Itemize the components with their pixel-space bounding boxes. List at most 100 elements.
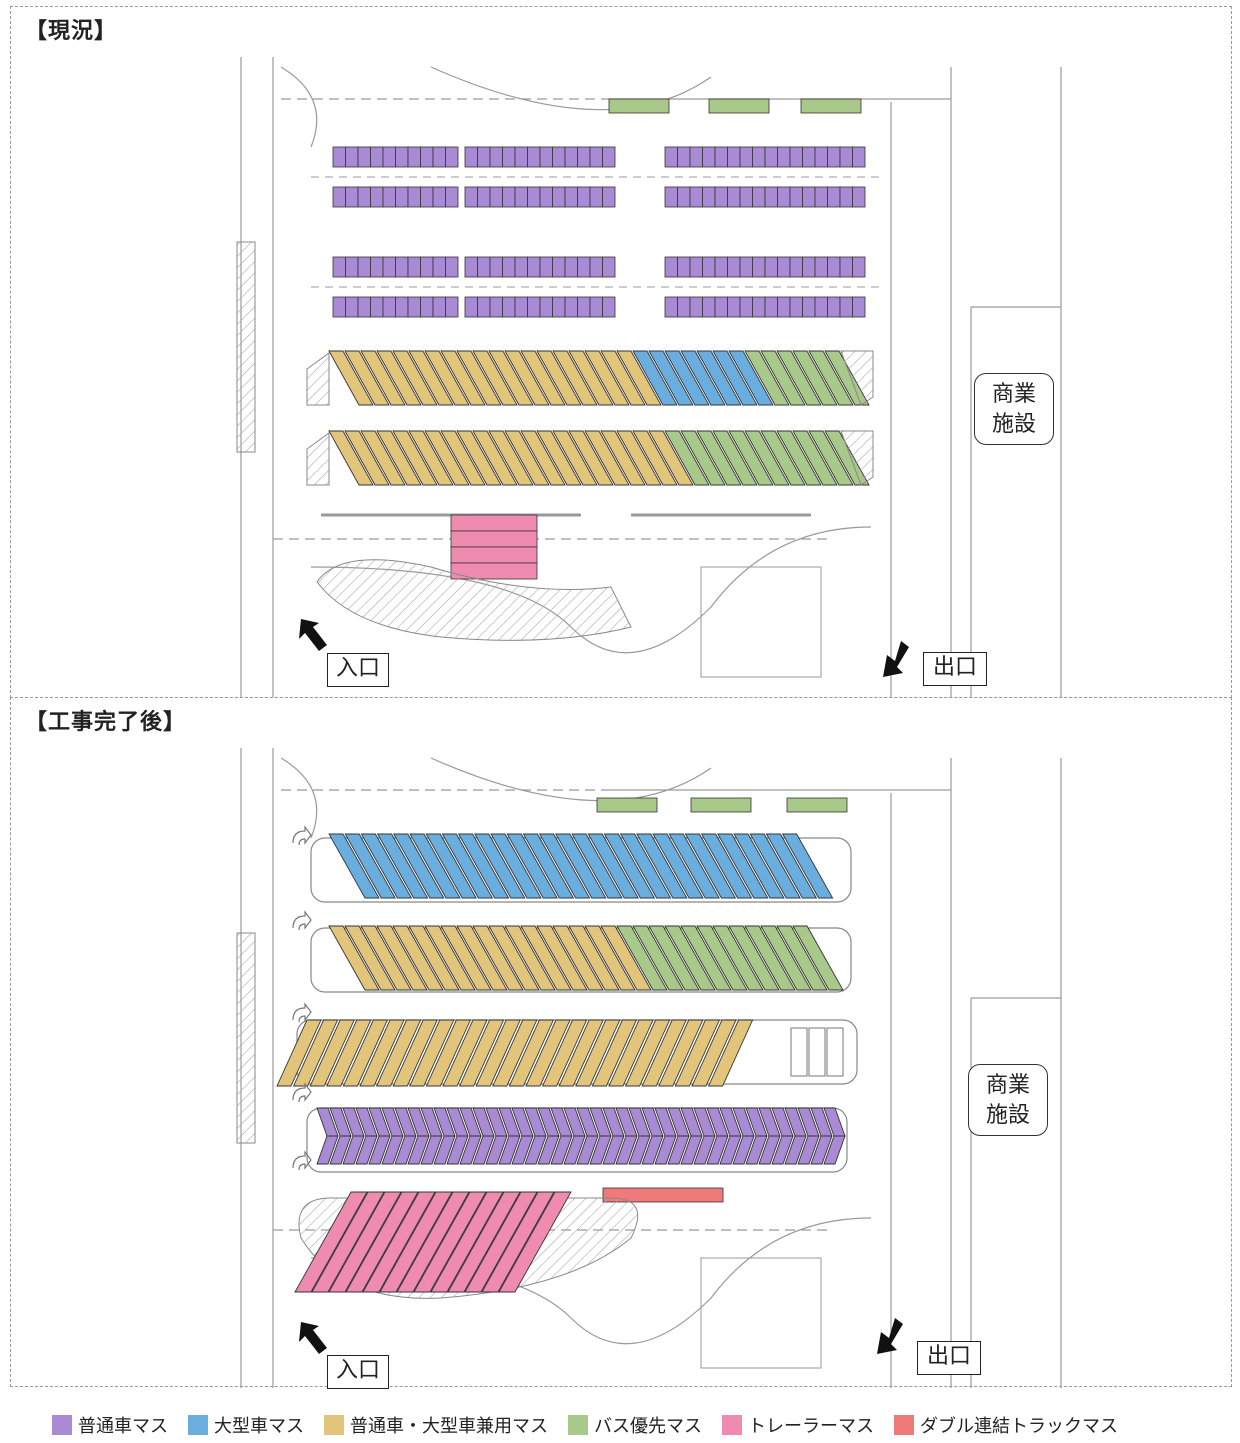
- regular-stall: [332, 146, 346, 168]
- shared-stall: [584, 350, 630, 406]
- regular-stall: [827, 186, 841, 208]
- large-stall: [376, 833, 429, 899]
- after-construction-title: 【工事完了後】: [25, 710, 187, 735]
- regular-stall: [689, 146, 703, 168]
- legend-label: ダブル連結トラックマス: [920, 1416, 1118, 1437]
- marked-bay: [826, 1027, 844, 1077]
- shared-stall: [541, 1019, 588, 1087]
- regular-stall: [577, 146, 591, 168]
- regular-stall: [602, 296, 616, 318]
- regular-stall: [814, 146, 828, 168]
- bus-priority-stall: [760, 430, 806, 486]
- facility-line-2: 施設: [991, 412, 1036, 437]
- shared-stall: [525, 1019, 571, 1087]
- marked-bay: [790, 1027, 808, 1077]
- bus-priority-stall: [792, 350, 838, 406]
- shared-stall: [536, 350, 582, 406]
- regular-stall: [477, 186, 491, 208]
- regular-stall: [564, 186, 578, 208]
- regular-stall: [382, 186, 396, 208]
- regular-stall: [489, 296, 503, 318]
- regular-stall: [489, 186, 503, 208]
- shared-stall: [508, 1019, 555, 1087]
- regular-stall: [802, 146, 816, 168]
- shared-stall: [568, 925, 620, 991]
- regular-stall: [789, 146, 803, 168]
- shared-stall: [376, 350, 422, 406]
- shared-stall: [408, 430, 454, 486]
- regular-stall: [589, 146, 603, 168]
- shared-stall: [648, 430, 694, 486]
- regular-stall: [667, 1135, 690, 1165]
- shared-stall: [456, 430, 502, 486]
- regular-stall: [502, 256, 516, 278]
- regular-stall: [777, 186, 791, 208]
- shared-stall: [344, 350, 390, 406]
- bus-priority-stall: [696, 925, 748, 991]
- regular-stall: [552, 146, 566, 168]
- lower-building: [700, 566, 822, 678]
- regular-stall: [789, 296, 803, 318]
- regular-stall: [445, 296, 459, 318]
- bus-priority-stall: [760, 925, 812, 991]
- regular-stall: [370, 256, 384, 278]
- regular-stall: [332, 186, 346, 208]
- regular-stall: [502, 186, 516, 208]
- regular-stall: [839, 296, 853, 318]
- large-stall: [636, 833, 688, 899]
- shared-stall: [409, 1019, 455, 1087]
- regular-stall: [777, 296, 791, 318]
- turn-arrow-icon: [292, 825, 312, 846]
- regular-stall: [445, 146, 459, 168]
- large-stall: [474, 833, 526, 899]
- regular-stall: [345, 296, 359, 318]
- lower-building: [700, 1257, 822, 1369]
- legend-label: 大型車マス: [214, 1416, 304, 1437]
- shared-stall: [472, 350, 518, 406]
- regular-stall: [464, 146, 478, 168]
- regular-stall: [433, 1135, 456, 1165]
- after-parking-rows: [276, 797, 903, 1354]
- shared-stall: [408, 925, 460, 991]
- turn-arrow-icon: [292, 910, 312, 931]
- regular-stall: [852, 186, 866, 208]
- regular-stall: [537, 1135, 560, 1165]
- regular-stall: [420, 256, 434, 278]
- regular-stall: [489, 146, 503, 168]
- regular-stall: [764, 146, 778, 168]
- large-stall: [344, 833, 396, 899]
- regular-stall: [511, 1135, 534, 1165]
- bus-priority-stall: [664, 925, 716, 991]
- regular-stall: [727, 146, 741, 168]
- bus-priority-stall: [744, 430, 790, 486]
- shared-stall: [375, 1019, 422, 1087]
- regular-stall: [664, 146, 678, 168]
- regular-stall: [664, 296, 678, 318]
- regular-stall: [394, 1135, 417, 1165]
- shared-stall: [424, 350, 470, 406]
- shared-stall: [492, 1019, 538, 1087]
- entrance-arrow-icon: [299, 1322, 327, 1354]
- regular-stall: [552, 186, 566, 208]
- legend-swatch: [568, 1415, 588, 1435]
- regular-stall: [445, 256, 459, 278]
- shared-stall: [425, 1019, 472, 1087]
- regular-stall: [514, 296, 528, 318]
- regular-stall: [329, 1135, 352, 1165]
- large-stall: [749, 833, 801, 899]
- regular-stall: [477, 146, 491, 168]
- regular-stall: [714, 186, 728, 208]
- regular-stall: [839, 186, 853, 208]
- bus-priority-stall: [808, 350, 854, 406]
- regular-stall: [664, 186, 678, 208]
- shared-stall: [624, 1019, 671, 1087]
- shared-stall: [707, 1019, 754, 1087]
- large-stall: [781, 833, 834, 899]
- regular-stall: [539, 256, 553, 278]
- regular-stall: [752, 186, 766, 208]
- regular-stall: [814, 256, 828, 278]
- shared-stall: [600, 350, 646, 406]
- shared-stall: [520, 430, 566, 486]
- regular-stall: [677, 296, 691, 318]
- regular-stall: [789, 186, 803, 208]
